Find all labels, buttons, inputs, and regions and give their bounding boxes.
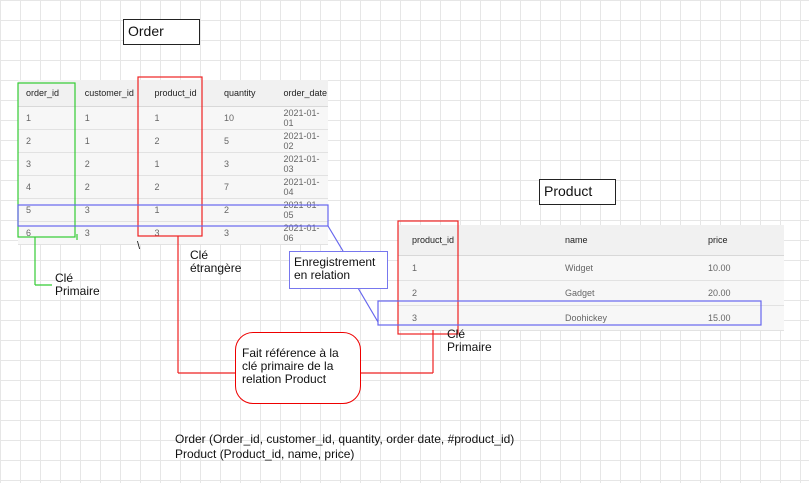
table-cell: 1 xyxy=(398,255,557,281)
table-cell: 3 xyxy=(216,152,276,176)
schema-order: Order (Order_id, customer_id, quantity, … xyxy=(175,432,515,446)
order-title-box: Order xyxy=(123,19,200,45)
table-cell: 2 xyxy=(18,129,77,153)
table-row: 5 3 1 2 2021-01-05 xyxy=(18,198,328,222)
table-cell: 2021-01-06 xyxy=(275,221,328,245)
table-cell: 3 xyxy=(76,221,147,245)
table-cell: 3 xyxy=(398,305,557,331)
product-title-box: Product xyxy=(539,179,616,205)
table-cell: 1 xyxy=(146,198,217,222)
order-pk-highlight xyxy=(17,82,76,238)
stray-mark: \ xyxy=(137,240,141,252)
table-cell: 1 xyxy=(146,152,217,176)
table-cell: 3 xyxy=(216,221,276,245)
order-table-header: order_id customer_id product_id quantity… xyxy=(18,80,328,107)
order-col-quantity: quantity xyxy=(216,80,276,107)
table-cell: 2 xyxy=(216,198,276,222)
table-cell: Widget xyxy=(557,255,700,281)
product-pk-highlight xyxy=(397,220,459,335)
table-cell: 5 xyxy=(18,198,77,222)
table-cell: 2021-01-01 xyxy=(275,106,328,130)
product-row-3-highlight xyxy=(377,300,762,326)
order-fk-highlight xyxy=(137,76,203,237)
table-cell: 2021-01-03 xyxy=(275,152,328,176)
table-row: 1 1 1 10 2021-01-01 xyxy=(18,106,328,130)
order-title: Order xyxy=(128,23,164,39)
table-cell: 10 xyxy=(216,106,276,130)
table-cell: 2021-01-02 xyxy=(275,129,328,153)
product-table-header: product_id name price xyxy=(398,225,784,256)
table-cell: 2 xyxy=(76,175,147,199)
table-row: 4 2 2 7 2021-01-04 xyxy=(18,175,328,199)
table-cell: 2 xyxy=(76,152,147,176)
table-cell: 1 xyxy=(76,106,147,130)
table-cell: 1 xyxy=(18,106,77,130)
schema-product: Product (Product_id, name, price) xyxy=(175,447,355,461)
table-cell: Doohickey xyxy=(557,305,700,331)
table-cell: 2 xyxy=(146,175,217,199)
table-cell: 1 xyxy=(76,129,147,153)
table-row: 1 Widget 10.00 xyxy=(398,255,784,281)
table-cell: 4 xyxy=(18,175,77,199)
table-cell: 2021-01-04 xyxy=(275,175,328,199)
order-row-6-highlight xyxy=(17,204,329,227)
order-table: order_id customer_id product_id quantity… xyxy=(18,80,328,245)
table-cell: 2 xyxy=(146,129,217,153)
table-row: 6 3 3 3 2021-01-06 xyxy=(18,221,328,245)
fk-label: Clé étrangère xyxy=(190,248,242,275)
table-cell: 5 xyxy=(216,129,276,153)
product-col-product-id: product_id xyxy=(398,225,557,256)
table-row: 3 2 1 3 2021-01-03 xyxy=(18,152,328,176)
related-connector-top xyxy=(327,225,344,252)
product-table: product_id name price 1 Widget 10.00 2 G… xyxy=(398,225,784,331)
product-pk-label: Clé Primaire xyxy=(447,327,492,354)
order-pk-label: Clé Primaire xyxy=(55,271,100,298)
product-title: Product xyxy=(544,183,593,199)
related-record-box: Enregistrement en relation xyxy=(289,251,388,289)
order-col-product-id: product_id xyxy=(146,80,217,107)
table-cell: 1 xyxy=(146,106,217,130)
related-connector-bottom xyxy=(357,287,379,323)
table-cell: 6 xyxy=(18,221,77,245)
product-col-name: name xyxy=(557,225,700,256)
table-cell: 15.00 xyxy=(700,305,784,331)
product-col-price: price xyxy=(700,225,784,256)
order-col-order-id: order_id xyxy=(18,80,77,107)
table-cell: 3 xyxy=(146,221,217,245)
table-cell: 3 xyxy=(18,152,77,176)
table-cell: 3 xyxy=(76,198,147,222)
order-col-customer-id: customer_id xyxy=(76,80,147,107)
reference-bubble: Fait référence à la clé primaire de la r… xyxy=(235,332,361,404)
table-cell: 10.00 xyxy=(700,255,784,281)
table-cell: 7 xyxy=(216,175,276,199)
order-col-order-date: order_date xyxy=(275,80,328,107)
table-row: 3 Doohickey 15.00 xyxy=(398,305,784,331)
relational-schema: Order (Order_id, customer_id, quantity, … xyxy=(175,432,514,462)
table-row: 2 1 2 5 2021-01-02 xyxy=(18,129,328,153)
